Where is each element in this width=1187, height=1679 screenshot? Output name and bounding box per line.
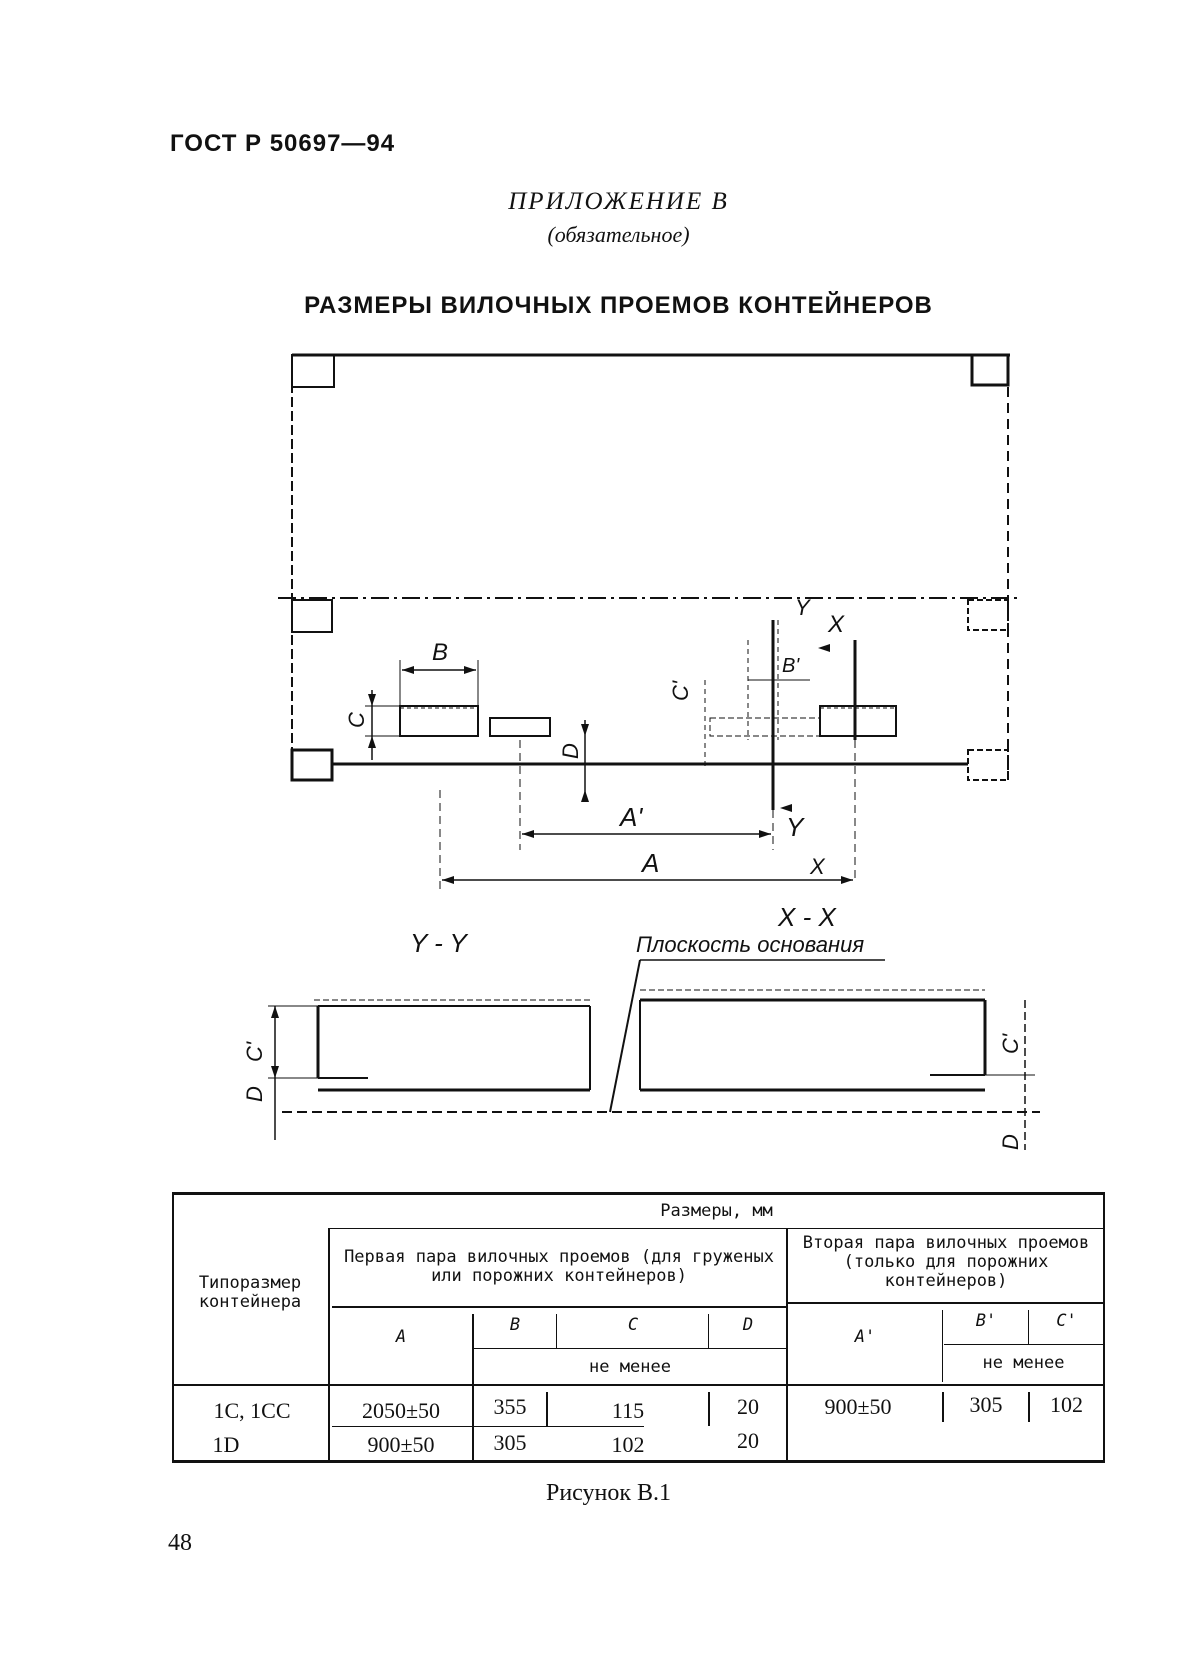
row2-c: 102 bbox=[611, 1432, 645, 1457]
document-title: РАЗМЕРЫ ВИЛОЧНЫХ ПРОЕМОВ КОНТЕЙНЕРОВ bbox=[304, 292, 933, 319]
corner-fitting-mr bbox=[967, 599, 1009, 631]
row1-bprime: 305 bbox=[969, 1392, 1003, 1417]
table-first-pair-header: Первая пара вилочных проемов (для гружен… bbox=[344, 1247, 774, 1286]
label-c: C bbox=[344, 712, 369, 728]
label-aprime: A' bbox=[618, 802, 643, 832]
label-base-plane: Плоскость основания bbox=[636, 932, 864, 957]
pocket-first-1 bbox=[399, 705, 479, 737]
page-number: 48 bbox=[168, 1530, 192, 1556]
table-row-header: Типоразмер контейнера bbox=[198, 1273, 302, 1312]
row1-type: 1C, 1CC bbox=[213, 1398, 291, 1423]
row1-cprime: 102 bbox=[1050, 1392, 1083, 1417]
pocket-second-2 bbox=[819, 705, 897, 737]
row1-c: 115 bbox=[611, 1398, 645, 1423]
dimensions-table: Размеры, мм Типоразмер контейнера Первая… bbox=[172, 1192, 1105, 1464]
label-bprime: B' bbox=[782, 655, 800, 677]
row1-b: 355 bbox=[493, 1394, 527, 1419]
label-x-bottom: X bbox=[809, 854, 826, 879]
label-y-bottom: Y bbox=[786, 812, 805, 842]
row2-a: 900±50 bbox=[367, 1432, 435, 1457]
appendix-status: (обязательное) bbox=[547, 222, 690, 247]
pocket-second-1 bbox=[709, 717, 821, 737]
label-xx-d: D bbox=[998, 1134, 1023, 1150]
table-min-note-first: не менее bbox=[589, 1357, 671, 1377]
table-group-header: Размеры, мм bbox=[660, 1201, 773, 1221]
label-yy-d: D bbox=[242, 1086, 267, 1102]
table-col-aprime: A' bbox=[854, 1327, 876, 1347]
label-b: B bbox=[432, 639, 448, 666]
row1-d: 20 bbox=[737, 1394, 759, 1419]
row2-b: 305 bbox=[493, 1430, 527, 1455]
table-col-cprime: C' bbox=[1056, 1311, 1077, 1331]
label-d: D bbox=[558, 743, 583, 759]
row1-a: 2050±50 bbox=[361, 1398, 441, 1423]
corner-fitting-ml bbox=[291, 599, 333, 633]
label-a: A bbox=[640, 848, 659, 878]
row2-type: 1D bbox=[212, 1432, 240, 1457]
base-plane-leader bbox=[609, 959, 641, 1113]
row1-aprime: 900±50 bbox=[824, 1394, 892, 1419]
label-section-yy: Y - Y bbox=[410, 928, 469, 958]
corner-fitting-br bbox=[967, 749, 1009, 781]
label-y-top: Y bbox=[795, 595, 811, 620]
table-col-a: A bbox=[395, 1327, 407, 1347]
table-col-c: C bbox=[627, 1315, 639, 1335]
corner-fitting-tl bbox=[291, 354, 335, 388]
corner-fitting-bl bbox=[290, 748, 334, 782]
table-min-note-second: не менее bbox=[982, 1353, 1065, 1373]
forklift-pocket-drawing: B C D C' B' A' A X X Y Y Y - Y X - X Пло… bbox=[242, 353, 1040, 1150]
figure-caption: Рисунок В.1 bbox=[545, 1480, 672, 1506]
row2-d: 20 bbox=[737, 1428, 759, 1453]
label-cprime: C' bbox=[668, 680, 693, 701]
label-xx-cprime: C' bbox=[998, 1033, 1023, 1054]
table-second-pair-header: Вторая пара вилочных проемов (только для… bbox=[802, 1233, 1090, 1291]
standard-code: ГОСТ Р 50697—94 bbox=[170, 130, 396, 157]
appendix-title: ПРИЛОЖЕНИЕ В bbox=[508, 188, 729, 215]
table-col-b: B bbox=[509, 1315, 521, 1335]
label-section-xx: X - X bbox=[777, 902, 837, 932]
corner-fitting-tr bbox=[970, 353, 1010, 387]
pocket-first-2 bbox=[489, 717, 551, 737]
label-yy-cprime: C' bbox=[242, 1041, 267, 1062]
label-x-top: X bbox=[827, 611, 845, 638]
table-col-bprime: B' bbox=[975, 1311, 997, 1331]
table-col-d: D bbox=[742, 1315, 754, 1335]
